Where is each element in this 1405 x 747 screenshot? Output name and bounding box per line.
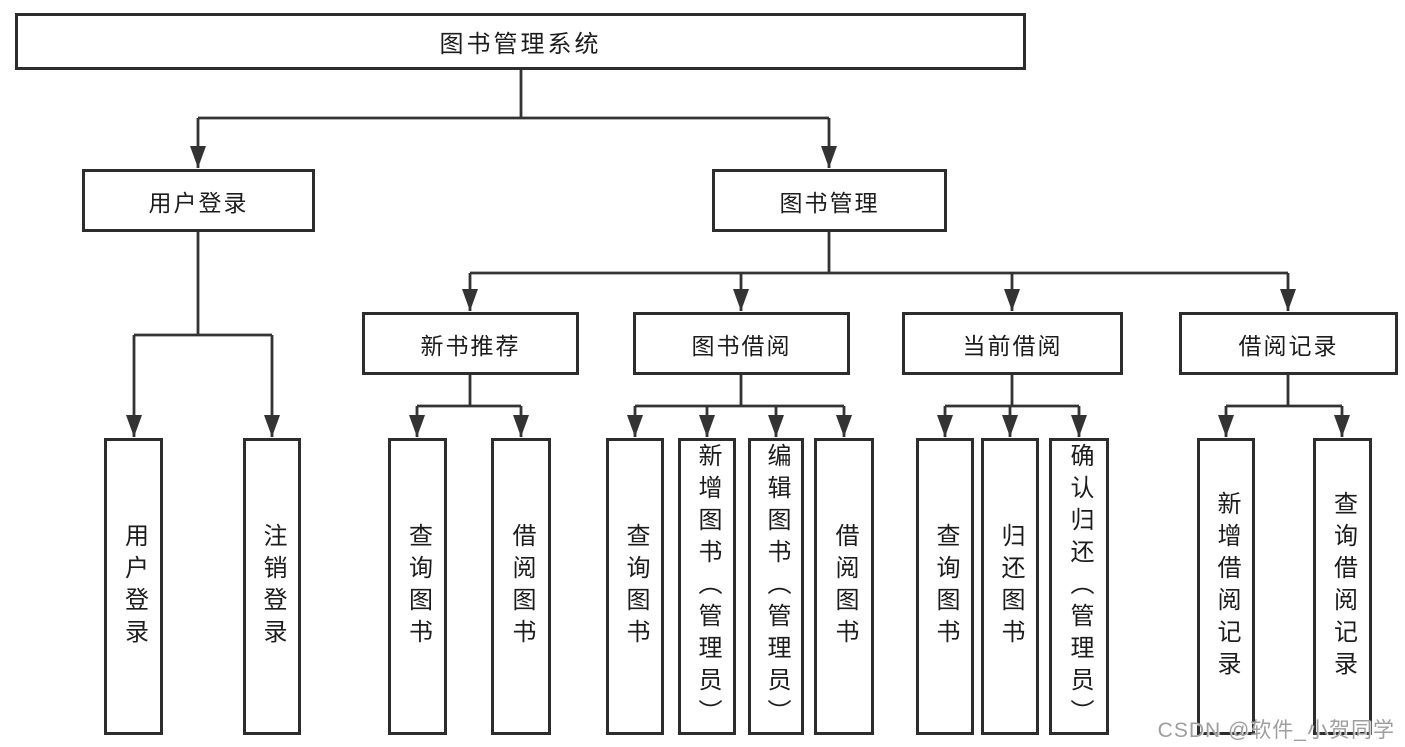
leaf-edit-book-admin: 编辑图书（管理员） xyxy=(748,438,804,735)
leaf-add-book-admin: 新增图书（管理员） xyxy=(678,438,736,735)
node-current-borrow: 当前借阅 xyxy=(902,312,1123,375)
leaf-confirm-return-admin: 确认归还（管理员） xyxy=(1049,438,1109,735)
leaf-borrow-books-recommend: 借阅图书 xyxy=(491,438,551,735)
node-borrow-records: 借阅记录 xyxy=(1179,312,1398,375)
leaf-query-books-recommend: 查询图书 xyxy=(388,438,447,735)
node-book-management: 图书管理 xyxy=(712,169,947,232)
leaf-query-books-borrow: 查询图书 xyxy=(606,438,664,735)
leaf-query-books-current: 查询图书 xyxy=(916,438,974,735)
node-book-borrow: 图书借阅 xyxy=(633,312,850,375)
leaf-borrow-books: 借阅图书 xyxy=(814,438,874,735)
leaf-logout: 注销登录 xyxy=(243,438,301,735)
leaf-add-borrow-record: 新增借阅记录 xyxy=(1197,438,1255,735)
node-new-book-recommend: 新书推荐 xyxy=(362,312,579,375)
leaf-query-borrow-record: 查询借阅记录 xyxy=(1313,438,1372,735)
node-root-system: 图书管理系统 xyxy=(15,13,1026,70)
node-user-login: 用户登录 xyxy=(82,169,315,232)
leaf-user-login: 用户登录 xyxy=(104,438,163,735)
leaf-return-books: 归还图书 xyxy=(981,438,1039,735)
